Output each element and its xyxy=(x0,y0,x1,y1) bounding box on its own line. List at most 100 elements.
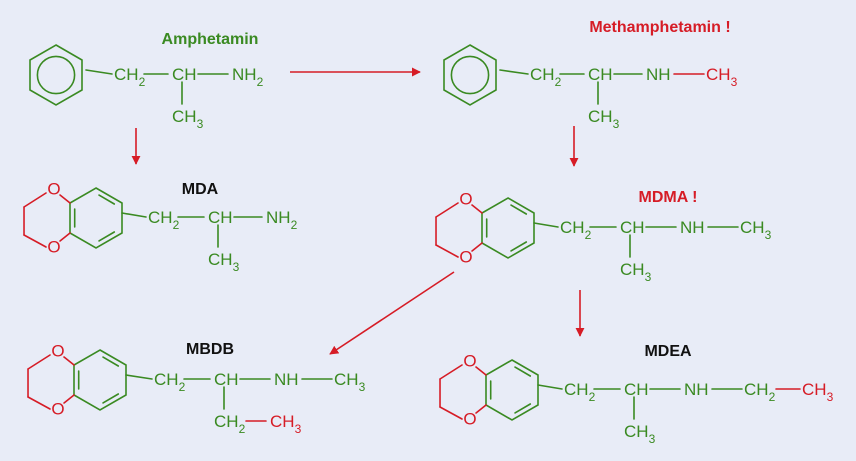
mbdb-n-methyl-label: CH3 xyxy=(334,370,366,394)
mbdb-name: MBDB xyxy=(186,341,234,358)
amphetamin-ch2-label: CH2 xyxy=(114,65,146,89)
mdma-methyl-label: CH3 xyxy=(620,260,652,284)
mbdb-branch-ch2-label-subscript: 2 xyxy=(239,422,246,436)
double-bond-line xyxy=(514,403,532,414)
methamphetamin-name: Methamphetamin ! xyxy=(589,19,730,36)
mdea-n-ethyl-ch3-label: CH3 xyxy=(802,380,834,404)
methamphetamin-methyl-label-subscript: 3 xyxy=(613,117,620,131)
mda-nh2-label: NH2 xyxy=(266,208,298,232)
mbdb-branch-ch3-label-text: CH xyxy=(270,412,295,431)
mdma-name: MDMA ! xyxy=(639,189,698,206)
oxygen-atom-bottom: O xyxy=(47,238,60,257)
methylene-bond-line xyxy=(439,364,463,380)
mdea-n-ethyl-ch2-label: CH2 xyxy=(744,380,776,404)
mda-ring-bond xyxy=(121,212,147,218)
mda-ch2-label-text: CH xyxy=(148,208,173,227)
amphetamin-nh2-label-subscript: 2 xyxy=(257,75,264,89)
ether-bond-line xyxy=(59,232,71,242)
mdea-n-ethyl-ch3-label-text: CH xyxy=(802,380,827,399)
methamphetamin-ch2-label-text: CH xyxy=(530,65,555,84)
mbdb-branch-ch3-label-subscript: 3 xyxy=(295,422,302,436)
mbdb-n-methyl-label-subscript: 3 xyxy=(359,380,366,394)
mdma-n-methyl-label: CH3 xyxy=(740,218,772,242)
amphetamin-methyl-label: CH3 xyxy=(172,107,204,131)
methamphetamin-nh-label-text: NH xyxy=(646,65,671,84)
mdma-ch-label: CH xyxy=(620,218,645,237)
mbdb-ch-label: CH xyxy=(214,370,239,389)
double-bond-line xyxy=(510,241,528,252)
methylene-bond-line xyxy=(23,192,47,208)
mda-ch-label: CH xyxy=(208,208,233,227)
amphetamin-methyl-label-text: CH xyxy=(172,107,197,126)
arrow-mdma-to-mbdb xyxy=(329,271,455,355)
mdea-nh-label: NH xyxy=(684,380,709,399)
oxygen-atom-bottom: O xyxy=(463,410,476,429)
mda-nh2-label-text: NH xyxy=(266,208,291,227)
methamphetamin-ch-label: CH xyxy=(588,65,613,84)
mbdb-ch2-label-text: CH xyxy=(154,370,179,389)
benzene-ring xyxy=(443,44,497,106)
mbdb-ch-label-text: CH xyxy=(214,370,239,389)
double-bond-line xyxy=(102,393,120,404)
oxygen-atom-bottom: O xyxy=(51,400,64,419)
methylene-bond-line xyxy=(435,244,459,258)
amphetamin-methyl-label-subscript: 3 xyxy=(197,117,204,131)
mdma-methyl-label-text: CH xyxy=(620,260,645,279)
methamphetamin-ring-bond xyxy=(499,69,529,75)
mdea-ch-label-text: CH xyxy=(624,380,649,399)
methamphetamin-n-methyl-label-subscript: 3 xyxy=(731,75,738,89)
methamphetamin-nh-label: NH xyxy=(646,65,671,84)
mdea-n-ethyl-ch3-label-subscript: 3 xyxy=(827,390,834,404)
mda-methyl-label-subscript: 3 xyxy=(233,260,240,274)
methamphetamin-ch-label-text: CH xyxy=(588,65,613,84)
methylene-bond-line xyxy=(27,396,51,410)
mdma-methyl-label-subscript: 3 xyxy=(645,270,652,284)
ether-bond-line xyxy=(475,404,487,414)
amphetamin-ch2-label-text: CH xyxy=(114,65,139,84)
mbdb-ring-bond xyxy=(125,374,153,380)
double-bond-line xyxy=(98,194,116,205)
methamphetamin-n-methyl-label: CH3 xyxy=(706,65,738,89)
ether-bond-line xyxy=(471,242,483,252)
oxygen-atom-top: O xyxy=(47,180,60,199)
double-bond-line xyxy=(514,366,532,377)
amphetamin-name: Amphetamin xyxy=(162,31,259,48)
ether-bond-line xyxy=(59,194,71,204)
mdea-n-ethyl-ch2-label-subscript: 2 xyxy=(769,390,776,404)
ether-bond-line xyxy=(475,366,487,376)
aromatic-circle xyxy=(36,55,76,95)
oxygen-atom-top: O xyxy=(51,342,64,361)
mdea-methyl-label: CH3 xyxy=(624,422,656,446)
methamphetamin-ch2-label-subscript: 2 xyxy=(555,75,562,89)
mdma-ch2-label: CH2 xyxy=(560,218,592,242)
mdea-ch2-label-text: CH xyxy=(564,380,589,399)
mda-ch-label-text: CH xyxy=(208,208,233,227)
amphetamin-ring-bond xyxy=(85,69,113,75)
mdma-ch2-label-subscript: 2 xyxy=(585,228,592,242)
methylene-bond-line xyxy=(27,354,51,370)
mdea-nh-label-text: NH xyxy=(684,380,709,399)
aromatic-circle xyxy=(450,55,490,95)
methylene-bond-line xyxy=(23,234,47,248)
double-bond-line xyxy=(102,356,120,367)
mda-nh2-label-subscript: 2 xyxy=(291,218,298,232)
mdma-ring-bond xyxy=(533,222,559,228)
mbdb-ch2-label: CH2 xyxy=(154,370,186,394)
mbdb-branch-ch2-label: CH2 xyxy=(214,412,246,436)
methamphetamin-ch2-label: CH2 xyxy=(530,65,562,89)
mdea-n-ethyl-ch2-label-text: CH xyxy=(744,380,769,399)
amphetamin-ch-label: CH xyxy=(172,65,197,84)
mdea-ch2-label: CH2 xyxy=(564,380,596,404)
mda-methyl-label-text: CH xyxy=(208,250,233,269)
mda-ch2-label-subscript: 2 xyxy=(173,218,180,232)
mda-name: MDA xyxy=(182,181,219,198)
mbdb-branch-ch2-label-text: CH xyxy=(214,412,239,431)
amphetamin-ch2-label-subscript: 2 xyxy=(139,75,146,89)
mbdb-ch2-label-subscript: 2 xyxy=(179,380,186,394)
ether-bond-line xyxy=(63,356,75,366)
oxygen-atom-top: O xyxy=(459,190,472,209)
ether-bond-line xyxy=(63,394,75,404)
amphetamin-nh2-label: NH2 xyxy=(232,65,264,89)
